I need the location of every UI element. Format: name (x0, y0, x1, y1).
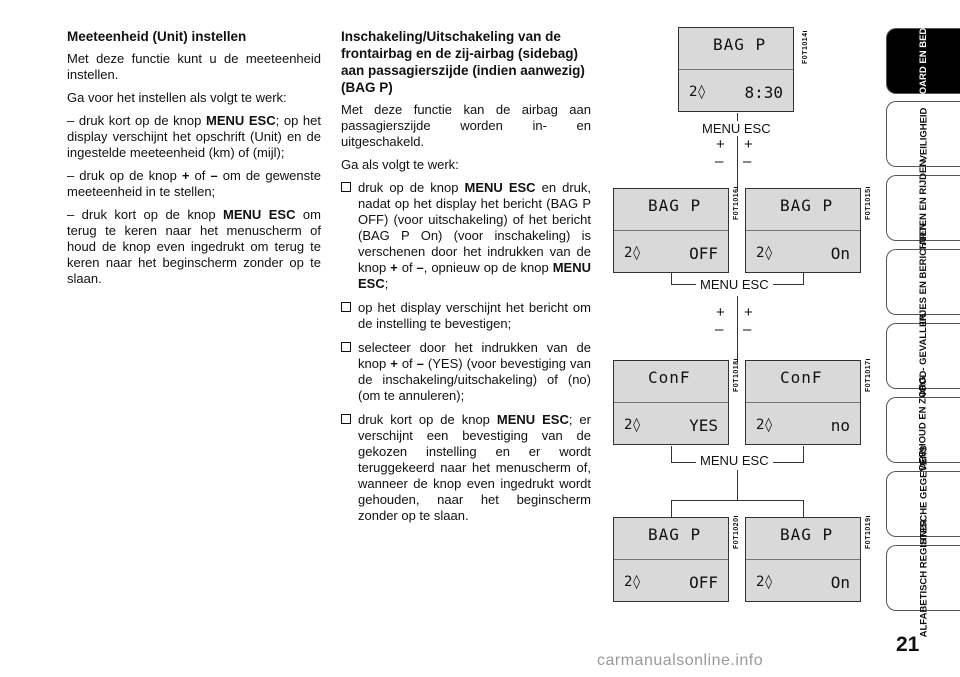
airbag-icon: 2◊ (624, 245, 641, 261)
figure-code: F0T1020i (733, 515, 740, 549)
minus-label: – (743, 153, 752, 170)
unit-p2: Ga voor het instellen als volgt te werk: (67, 90, 287, 105)
display-bag-p-on-final: BAG P 2◊ On (745, 517, 861, 602)
unit-step3: – druk kort op de knop MENU ESC om terug… (67, 207, 321, 286)
plus-label: + (716, 136, 725, 153)
unit-heading: Meeteenheid (Unit) instellen (67, 29, 247, 44)
display-conf-yes: ConF 2◊ YES (613, 360, 729, 445)
tab-starten[interactable]: STARTEN EN RIJDEN (886, 159, 960, 257)
airbag-icon: 2◊ (756, 417, 773, 433)
connector-line (803, 268, 804, 284)
airbag-heading: Inschakeling/Uitschakeling van de fronta… (341, 29, 585, 95)
display-conf-no: ConF 2◊ no (745, 360, 861, 445)
connector-line (737, 296, 738, 362)
checkbox-bullet-icon (341, 414, 351, 424)
tab-lampjes[interactable]: LAMPJES EN BERICHTEN (886, 223, 960, 341)
display-bag-p-off-final: BAG P 2◊ OFF (613, 517, 729, 602)
figure-code: F0T1019i (865, 515, 872, 549)
unit-p1: Met deze functie kunt u de meeteenheid i… (67, 51, 321, 82)
minus-label: – (743, 321, 752, 338)
airbag-step3: selecteer door het indrukken van de knop… (341, 340, 591, 404)
figure-code: F0T1014i (802, 30, 809, 64)
watermark: carmanualsonline.info (597, 652, 764, 669)
airbag-step2: op het display verschijnt het bericht om… (341, 300, 591, 332)
airbag-icon: 2◊ (756, 245, 773, 261)
checkbox-bullet-icon (341, 342, 351, 352)
airbag-icon: 2◊ (756, 574, 773, 590)
menu-esc-label: MENU ESC (698, 121, 775, 136)
plus-label: + (744, 136, 753, 153)
connector-line (671, 500, 804, 501)
checkbox-bullet-icon (341, 302, 351, 312)
figure-code: F0T1015i (865, 186, 872, 220)
unit-step1: – druk kort op de knop MENU ESC; op het … (67, 113, 321, 160)
airbag-section: Inschakeling/Uitschakeling van de fronta… (341, 28, 591, 532)
tab-onderhoud[interactable]: ONDERHOUD EN ZORG (886, 376, 960, 484)
connector-line (737, 113, 738, 190)
figure-code: F0T1018i (733, 358, 740, 392)
connector-line (737, 470, 738, 500)
airbag-icon: 2◊ (624, 574, 641, 590)
minus-label: – (715, 153, 724, 170)
tab-noodgevallen[interactable]: NOOD- GEVALLEN (886, 313, 960, 399)
airbag-step4: druk kort op de knop MENU ESC; er versch… (341, 412, 591, 524)
airbag-icon: 2◊ (624, 417, 641, 433)
airbag-step1: druk op de knop MENU ESC en druk, nadat … (341, 180, 591, 292)
tab-dashboard[interactable]: DASHBOARD EN BEDIENING (886, 0, 960, 128)
figure-code: F0T1016i (733, 186, 740, 220)
display-bag-p-off: BAG P 2◊ OFF (613, 188, 729, 273)
plus-label: + (744, 304, 753, 321)
checkbox-bullet-icon (341, 182, 351, 192)
page-number: 21 (896, 633, 920, 656)
menu-esc-label: MENU ESC (696, 453, 773, 468)
figure-code: F0T1017i (865, 358, 872, 392)
unit-step2: – druk op de knop + of – om de gewenste … (67, 168, 321, 199)
airbag-icon: 2◊ (689, 84, 706, 100)
display-bag-p-on: BAG P 2◊ On (745, 188, 861, 273)
airbag-p1: Met deze functie kan de airbag aan passa… (341, 102, 591, 149)
tab-alfabetisch[interactable]: ALFABETISCH REGISTER (886, 519, 960, 637)
unit-section: Meeteenheid (Unit) instellen Met deze fu… (67, 28, 321, 294)
connector-line (671, 446, 672, 462)
tab-veiligheid[interactable]: VEILIGHEID (886, 101, 960, 167)
minus-label: – (715, 321, 724, 338)
airbag-p2: Ga als volgt te werk: (341, 157, 459, 172)
connector-line (803, 446, 804, 462)
connector-line (671, 268, 672, 284)
connector-line (671, 500, 672, 518)
plus-label: + (716, 304, 725, 321)
connector-line (803, 500, 804, 518)
tab-technische[interactable]: TECHNISCHE GEGEVENS (886, 445, 960, 563)
menu-esc-label: MENU ESC (696, 277, 773, 292)
display-bag-p-clock: BAG P 2◊ 8:30 (678, 27, 794, 112)
